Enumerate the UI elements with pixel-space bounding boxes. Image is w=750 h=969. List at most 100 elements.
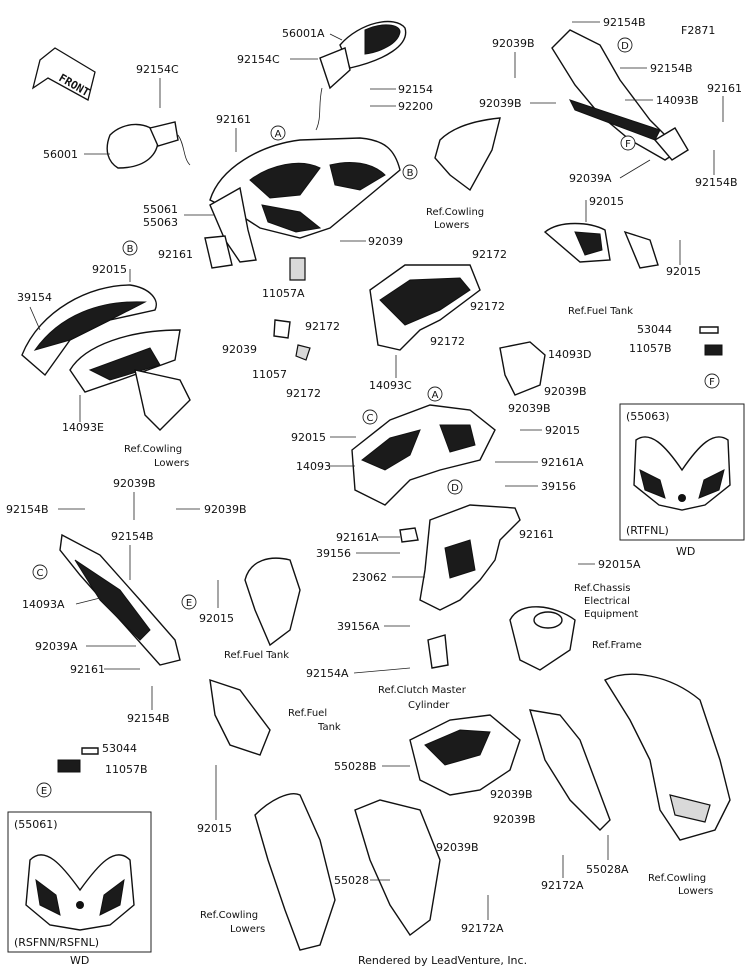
label-92154C: 92154C — [237, 53, 280, 66]
label-11057: 11057 — [252, 368, 287, 381]
label-53044: 53044 — [637, 323, 672, 336]
svg-text:D: D — [621, 41, 629, 52]
label-39154: 39154 — [17, 291, 52, 304]
ref-circle-A-b — [427, 386, 443, 402]
stay-brackets — [204, 235, 311, 361]
ref-circle-A — [270, 125, 286, 141]
label-92161: 92161 — [216, 113, 251, 126]
frame-part — [509, 606, 576, 671]
svg-text:(RSFNN/RSFNL): (RSFNN/RSFNL) — [14, 936, 99, 949]
label-92015-d: 92015 — [291, 431, 326, 444]
side-panel-39154 — [21, 284, 181, 393]
ref-cowling-lowers-bottom — [254, 793, 336, 951]
svg-text:E: E — [186, 598, 192, 609]
svg-text:Ref.Fuel Tank: Ref.Fuel Tank — [224, 650, 289, 661]
ref-cowling-lowers-right — [603, 673, 731, 841]
figure-code: F2871 — [681, 24, 715, 37]
label-92039B-b: 92039B — [479, 97, 522, 110]
label-92154B-e: 92154B — [111, 530, 154, 543]
label-92154B: 92154B — [603, 16, 646, 29]
svg-text:(55063): (55063) — [626, 410, 670, 423]
ref-fuel-tank-mid — [244, 557, 301, 647]
label-92039-b: 92039 — [222, 343, 257, 356]
label-92015-g: 92015 — [197, 822, 232, 835]
inset-55063-cowling — [633, 436, 731, 511]
subframe-23062 — [399, 504, 521, 611]
ref-circle-E-b — [36, 782, 52, 798]
svg-text:B: B — [127, 244, 134, 255]
clutch-bracket — [427, 634, 449, 669]
label-92039B-f: 92039B — [204, 503, 247, 516]
label-14093A: 14093A — [22, 598, 65, 611]
label-53044-b: 53044 — [102, 742, 137, 755]
svg-text:Ref.Frame: Ref.Frame — [592, 640, 642, 651]
svg-text:F: F — [625, 139, 631, 150]
label-92154A: 92154A — [306, 667, 349, 680]
svg-text:Electrical: Electrical — [584, 596, 630, 607]
inset-55063 — [619, 403, 745, 541]
label-92039: 92039 — [368, 235, 403, 248]
label-92015-f: 92015 — [199, 612, 234, 625]
label-11057A: 11057A — [262, 287, 305, 300]
label-92161-d: 92161 — [70, 663, 105, 676]
label-92161-e: 92161 — [519, 528, 554, 541]
label-92161A: 92161A — [541, 456, 584, 469]
label-11057B-b: 11057B — [105, 763, 148, 776]
label-92039B-c: 92039B — [544, 385, 587, 398]
svg-text:Ref.Fuel Tank: Ref.Fuel Tank — [568, 306, 633, 317]
svg-text:C: C — [37, 568, 44, 579]
lower-cowl-55028B — [409, 714, 521, 796]
label-55028A: 55028A — [586, 863, 629, 876]
label-92161A-b: 92161A — [336, 531, 379, 544]
svg-text:Ref.Clutch Master: Ref.Clutch Master — [378, 685, 467, 696]
label-92015-b: 92015 — [666, 265, 701, 278]
label-56001: 56001 — [43, 148, 78, 161]
svg-text:D: D — [451, 483, 459, 494]
svg-text:(RTFNL): (RTFNL) — [626, 524, 669, 537]
svg-text:Lowers: Lowers — [154, 458, 189, 469]
front-arrow-icon: FRONT — [31, 47, 96, 101]
label-92039B-d: 92039B — [508, 402, 551, 415]
label-92015A: 92015A — [598, 558, 641, 571]
label-92015: 92015 — [589, 195, 624, 208]
label-92154B-d: 92154B — [6, 503, 49, 516]
bracket-53044 — [699, 326, 723, 356]
mirror-right — [319, 20, 407, 90]
ref-circle-D — [617, 37, 633, 53]
inner-fairing-14093 — [351, 404, 496, 506]
label-14093: 14093 — [296, 460, 331, 473]
svg-text:Ref.Cowling: Ref.Cowling — [200, 910, 258, 921]
label-55063: 55063 — [143, 216, 178, 229]
label-11057B: 11057B — [629, 342, 672, 355]
ref-circle-B-b — [122, 240, 138, 256]
ref-circle-B — [402, 164, 418, 180]
ref-circle-F-b — [704, 373, 720, 389]
svg-text:Ref.Cowling: Ref.Cowling — [124, 444, 182, 455]
svg-text:A: A — [275, 129, 282, 140]
svg-text:Ref.Chassis: Ref.Chassis — [574, 583, 630, 594]
label-55028: 55028 — [334, 874, 369, 887]
label-92039B: 92039B — [492, 37, 535, 50]
inner-panel-14093C — [369, 264, 481, 351]
label-14093B: 14093B — [656, 94, 699, 107]
inset-55061-cowling — [25, 854, 135, 931]
ref-circle-C — [362, 409, 378, 425]
svg-text:Ref.Fuel: Ref.Fuel — [288, 708, 327, 719]
label-92039A: 92039A — [569, 172, 612, 185]
lower-cowl-55028 — [354, 799, 441, 937]
label-92039B-h: 92039B — [493, 813, 536, 826]
svg-text:E: E — [41, 786, 47, 797]
svg-text:Ref.Cowling: Ref.Cowling — [648, 873, 706, 884]
label-92154: 92154 — [398, 83, 433, 96]
ref-circle-D-b — [447, 479, 463, 495]
label-92154C-b: 92154C — [136, 63, 179, 76]
svg-text:Tank: Tank — [317, 722, 341, 733]
label-92161-c: 92161 — [158, 248, 193, 261]
label-39156-b: 39156 — [316, 547, 351, 560]
cover-14093D — [499, 341, 546, 396]
svg-text:Equipment: Equipment — [584, 609, 638, 620]
label-55061: 55061 — [143, 203, 178, 216]
label-56001A: 56001A — [282, 27, 325, 40]
bracket-53044-b — [57, 747, 99, 773]
